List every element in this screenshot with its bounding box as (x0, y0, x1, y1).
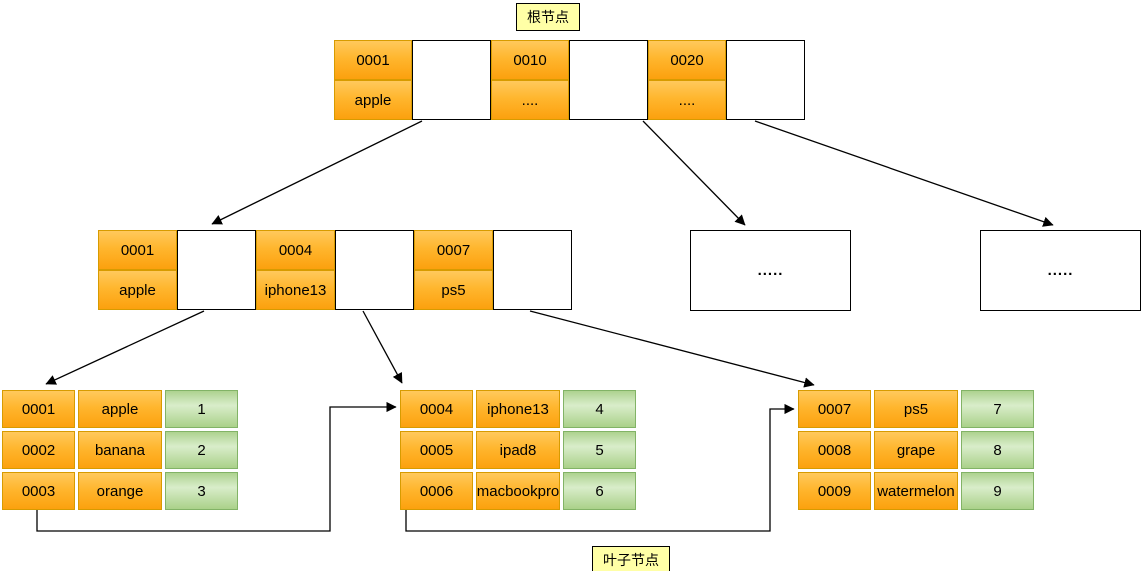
root-entry: 0010 .... (491, 40, 569, 120)
edge-internal-to-leaf2 (362, 310, 403, 384)
id-cell: 0002 (2, 431, 75, 469)
value-cell: .... (648, 80, 726, 120)
internal-node: 0001 apple 0004 iphone13 0007 ps5 (98, 230, 572, 310)
edge-internal-to-leaf1 (45, 310, 205, 385)
name-cell: ps5 (874, 390, 958, 428)
leaf-node: 0004 iphone13 4 0005 ipad8 5 0006 macboo… (400, 390, 636, 510)
id-cell: 0003 (2, 472, 75, 510)
edge-root-to-collapsed1 (642, 120, 746, 226)
child-pointer-box (412, 40, 491, 120)
internal-entry: 0001 apple (98, 230, 177, 310)
key-cell: 0001 (98, 230, 177, 270)
value-cell: ps5 (414, 270, 493, 310)
value-cell: apple (334, 80, 412, 120)
name-cell: watermelon (874, 472, 958, 510)
value-cell: .... (491, 80, 569, 120)
key-cell: 0007 (414, 230, 493, 270)
root-entry: 0001 apple (334, 40, 412, 120)
name-cell: macbookpro (476, 472, 560, 510)
collapsed-node: ..... (690, 230, 851, 311)
value-cell: 4 (563, 390, 636, 428)
key-cell: 0020 (648, 40, 726, 80)
child-pointer-box (569, 40, 648, 120)
value-cell: 2 (165, 431, 238, 469)
root-entry: 0020 .... (648, 40, 726, 120)
child-pointer-box (177, 230, 256, 310)
id-cell: 0009 (798, 472, 871, 510)
value-cell: 5 (563, 431, 636, 469)
child-pointer-box (726, 40, 805, 120)
edge-root-to-collapsed2 (754, 120, 1054, 227)
internal-entry: 0007 ps5 (414, 230, 493, 310)
edge-internal-to-leaf3 (529, 310, 815, 388)
root-node-label: 根节点 (516, 3, 580, 31)
id-cell: 0001 (2, 390, 75, 428)
key-cell: 0010 (491, 40, 569, 80)
name-cell: grape (874, 431, 958, 469)
leaf-node-label: 叶子节点 (592, 546, 670, 571)
leaf-node: 0007 ps5 7 0008 grape 8 0009 watermelon … (798, 390, 1034, 510)
value-cell: 8 (961, 431, 1034, 469)
value-cell: 9 (961, 472, 1034, 510)
value-cell: 1 (165, 390, 238, 428)
name-cell: iphone13 (476, 390, 560, 428)
value-cell: iphone13 (256, 270, 335, 310)
value-cell: 6 (563, 472, 636, 510)
id-cell: 0008 (798, 431, 871, 469)
key-cell: 0001 (334, 40, 412, 80)
collapsed-node: ..... (980, 230, 1141, 311)
child-pointer-box (335, 230, 414, 310)
id-cell: 0007 (798, 390, 871, 428)
name-cell: orange (78, 472, 162, 510)
edge-root-to-internal (211, 120, 423, 225)
name-cell: apple (78, 390, 162, 428)
name-cell: banana (78, 431, 162, 469)
value-cell: 3 (165, 472, 238, 510)
leaf-node: 0001 apple 1 0002 banana 2 0003 orange 3 (2, 390, 238, 510)
child-pointer-box (493, 230, 572, 310)
value-cell: apple (98, 270, 177, 310)
name-cell: ipad8 (476, 431, 560, 469)
root-node: 0001 apple 0010 .... 0020 .... (334, 40, 805, 120)
key-cell: 0004 (256, 230, 335, 270)
id-cell: 0004 (400, 390, 473, 428)
id-cell: 0006 (400, 472, 473, 510)
internal-entry: 0004 iphone13 (256, 230, 335, 310)
value-cell: 7 (961, 390, 1034, 428)
id-cell: 0005 (400, 431, 473, 469)
